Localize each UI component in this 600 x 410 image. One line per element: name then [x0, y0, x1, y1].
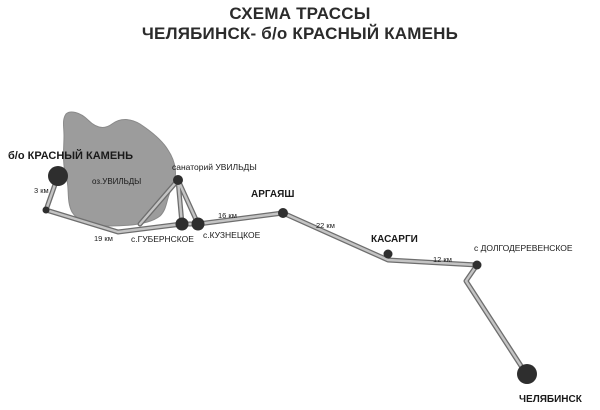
label-kuznetskoe: с.КУЗНЕЦКОЕ: [203, 230, 261, 240]
node-kuznetskoe: [191, 217, 205, 231]
node-krasny-kamen: [48, 166, 68, 186]
node-kasargi: [383, 249, 393, 259]
label-argayash: АРГАЯШ: [251, 189, 294, 200]
map-title-line-2: ЧЕЛЯБИНСК- б/о КРАСНЫЙ КАМЕНЬ: [141, 24, 459, 43]
lake-uvildy-shape: [63, 111, 176, 227]
node-dolgoderevenskoe: [472, 260, 482, 270]
label-kasargi: КАСАРГИ: [371, 234, 418, 245]
distance-label-22km: 22 км: [316, 221, 335, 230]
distance-label-19km: 19 км: [94, 234, 113, 243]
node-sanatorium-uvildy: [173, 175, 183, 185]
label-krasny-kamen: б/о КРАСНЫЙ КАМЕНЬ: [8, 149, 133, 162]
route-line: [43, 173, 528, 375]
distance-label-12km: 12 км: [433, 255, 452, 264]
map-title-line-1: СХЕМА ТРАССЫ: [229, 4, 371, 23]
node-gubernskoe: [175, 217, 189, 231]
label-sanatorium-uvildy: санаторий УВИЛЬДЫ: [172, 162, 257, 172]
label-dolgoderevenskoe: с ДОЛГОДЕРЕВЕНСКОЕ: [474, 243, 573, 253]
label-chelyabinsk: ЧЕЛЯБИНСК: [519, 394, 583, 405]
distance-label-3km: 3 км: [34, 186, 49, 195]
node-chelyabinsk: [517, 364, 537, 384]
distance-label-16km: 16 км: [218, 211, 237, 220]
node-argayash: [278, 208, 288, 218]
label-gubernskoe: с.ГУБЕРНСКОЕ: [131, 234, 194, 244]
node-junction-west: [42, 206, 50, 214]
label-lake-uvildy: оз.УВИЛЬДЫ: [92, 177, 141, 186]
